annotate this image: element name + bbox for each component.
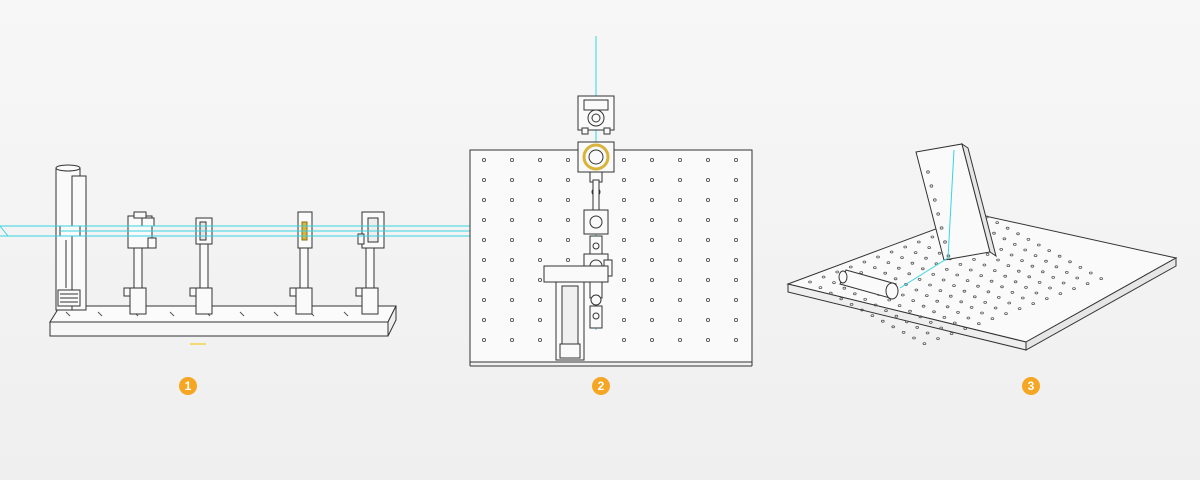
breadboard-plate: [469, 149, 753, 363]
lens-ring-block: [577, 141, 615, 197]
lens-mount-4: [355, 211, 385, 315]
step-badge-2: 2: [592, 377, 610, 395]
rail-top-face: [49, 305, 397, 323]
cage-block-top: [577, 95, 615, 135]
angled-board-side: [1025, 257, 1177, 351]
mirror-plate: [915, 142, 997, 261]
beam-setup-1: [0, 225, 470, 237]
setup-2-breadboard: [469, 36, 753, 367]
setup-3-angled-plate: [786, 142, 1178, 351]
rail-front-face: [49, 321, 389, 337]
step-badge-3: 3: [1022, 377, 1040, 395]
cylinder-mount: [838, 269, 899, 300]
step-badge-1: 1: [179, 377, 197, 395]
lens-mount-1: [123, 211, 157, 315]
vertical-rod: [592, 179, 600, 211]
middle-mount: [583, 209, 609, 255]
light-source-tower: [55, 164, 87, 311]
horizontal-bar-slide: [543, 265, 609, 361]
beam-setup-3: [899, 149, 955, 289]
rail-side-face: [387, 305, 397, 337]
setup-1-optical-rail: [0, 164, 470, 345]
